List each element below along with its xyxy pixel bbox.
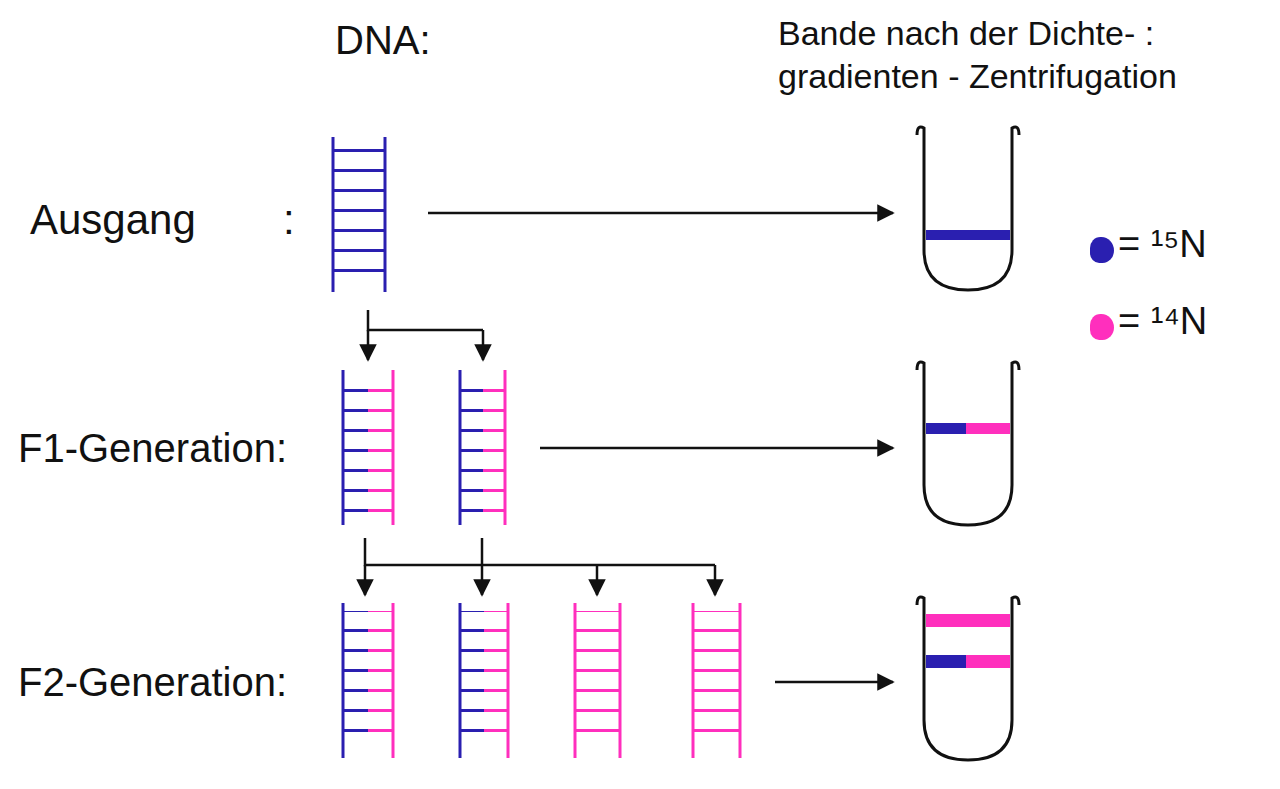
dna-strand xyxy=(384,137,387,292)
dna-ladder xyxy=(343,603,393,758)
column-heading: DNA: xyxy=(335,16,431,64)
down-arrow xyxy=(481,565,484,595)
legend-swatch xyxy=(1090,314,1114,340)
down-arrow xyxy=(482,330,485,360)
dna-ladder xyxy=(575,603,620,758)
dna-strand xyxy=(342,370,345,525)
branch-line xyxy=(368,310,483,330)
down-arrow xyxy=(714,565,717,595)
centrifuge-tubes xyxy=(917,127,1019,760)
result-arrow xyxy=(775,681,893,684)
dna-rungs xyxy=(460,378,483,513)
dna-strand xyxy=(574,603,577,758)
heavy-band xyxy=(926,230,1010,240)
branch-line xyxy=(481,538,484,565)
dna-ladder xyxy=(693,603,740,758)
hybrid-band-heavy xyxy=(926,423,966,434)
down-arrow xyxy=(596,565,599,595)
dna-rungs xyxy=(460,611,484,746)
centrifuge-tube xyxy=(917,362,1019,525)
dna-strand xyxy=(619,603,622,758)
dna-rungs xyxy=(368,378,393,513)
legend-text: = ¹⁵N xyxy=(1118,222,1207,268)
row-label: F1-Generation: xyxy=(18,424,287,472)
dna-ladder xyxy=(460,370,505,525)
dna-strand xyxy=(692,603,695,758)
dna-strand xyxy=(392,370,395,525)
dna-rungs xyxy=(575,611,620,746)
column-heading: Bande nach der Dichte- : gradienten - Ze… xyxy=(778,12,1268,97)
dna-ladder xyxy=(333,137,385,292)
result-arrow xyxy=(428,212,893,215)
centrifuge-tube xyxy=(917,597,1019,760)
dna-rungs xyxy=(693,611,740,746)
dna-rungs xyxy=(343,378,368,513)
row-label: Ausgang xyxy=(30,195,196,245)
dna-rungs xyxy=(343,611,368,746)
dna-strand xyxy=(459,603,462,758)
replication-arrows xyxy=(365,310,715,595)
dna-bands xyxy=(926,230,1010,668)
dna-rungs xyxy=(333,145,359,280)
hybrid-band-light xyxy=(966,655,1010,668)
dna-strand xyxy=(459,370,462,525)
row-label: : xyxy=(283,195,295,245)
dna-strand xyxy=(342,603,345,758)
centrifuge-tube xyxy=(917,127,1019,290)
dna-strand xyxy=(392,603,395,758)
dna-strand xyxy=(507,603,510,758)
legend-text: = ¹⁴N xyxy=(1118,299,1207,345)
hybrid-band-heavy xyxy=(926,655,966,668)
dna-ladder xyxy=(343,370,393,525)
result-arrow xyxy=(540,447,893,450)
dna-strand xyxy=(739,603,742,758)
row-label: F2-Generation: xyxy=(18,658,287,706)
legend-swatch xyxy=(1090,237,1114,263)
dna-rungs xyxy=(484,611,508,746)
dna-strand xyxy=(504,370,507,525)
dna-rungs xyxy=(483,378,505,513)
down-arrow xyxy=(367,330,370,360)
result-arrows xyxy=(428,213,893,682)
down-arrow xyxy=(364,565,367,595)
dna-ladder xyxy=(460,603,508,758)
branch-line xyxy=(365,538,715,565)
hybrid-band-light xyxy=(966,423,1010,434)
dna-rungs xyxy=(368,611,393,746)
light-band xyxy=(926,614,1010,627)
dna-strand xyxy=(332,137,335,292)
dna-rungs xyxy=(359,145,385,280)
